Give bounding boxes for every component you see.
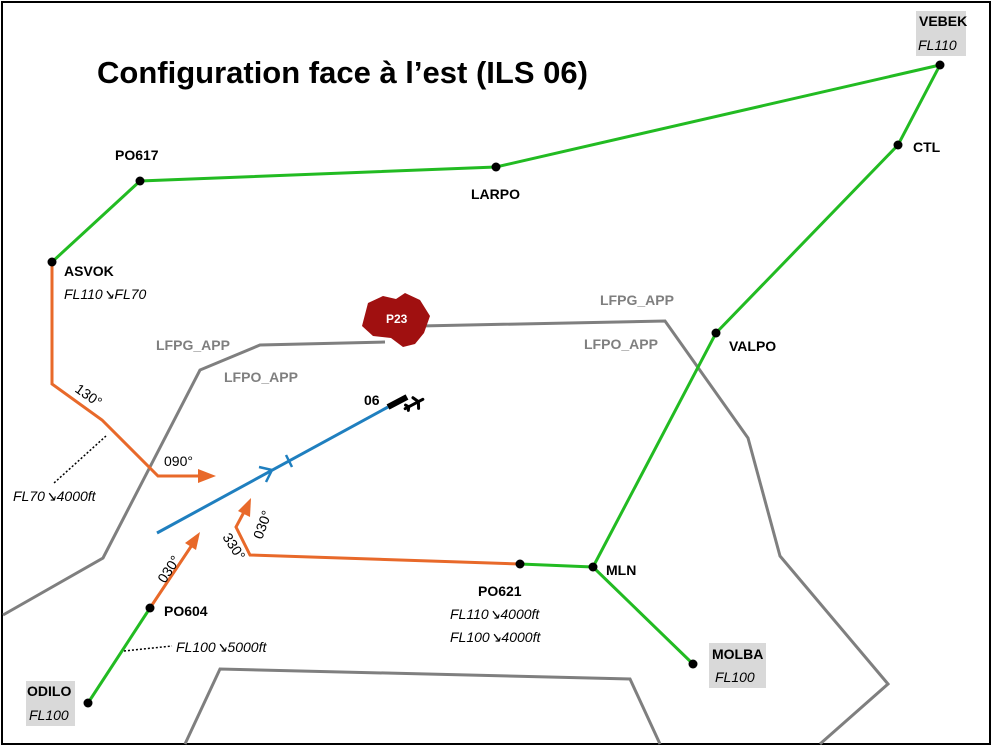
- fix-label-vebek: VEBEK: [919, 13, 967, 29]
- vector-arrow-030-left: [185, 532, 200, 550]
- chart-title: Configuration face à l’est (ILS 06): [97, 55, 588, 90]
- fix-label-ctl: CTL: [913, 139, 941, 155]
- fix-label-molba: MOLBA: [712, 646, 763, 662]
- alt-molba: FL100: [715, 669, 755, 685]
- airplane-icon: [403, 396, 425, 412]
- alt-odilo: FL100: [29, 707, 69, 723]
- fix-point-molba: [688, 659, 698, 669]
- fix-label-larpo: LARPO: [471, 186, 520, 202]
- alt-vector-130: FL70↘4000ft: [13, 488, 97, 504]
- vebek-label-box: [916, 11, 966, 56]
- heading-090: 090°: [164, 453, 193, 469]
- star-route-odilo-po604: [86, 607, 152, 704]
- vector-po604: [148, 544, 194, 609]
- star-route-po621-mln: [519, 562, 594, 569]
- vector-arrow-030-right: [238, 498, 251, 517]
- ils-course-chevron: [258, 465, 274, 483]
- fix-point-po617: [135, 176, 145, 186]
- alt-vebek: FL110: [918, 37, 957, 53]
- sector-label-lfpo-right: LFPO_APP: [584, 336, 658, 352]
- fix-label-po617: PO617: [115, 147, 159, 163]
- sector-border-right: [419, 319, 891, 746]
- restricted-area-p23: [362, 293, 430, 347]
- sector-border-left: [2, 340, 386, 617]
- fix-point-po621: [515, 559, 525, 569]
- fix-point-mln: [588, 562, 598, 572]
- fix-point-vebek: [935, 60, 945, 70]
- leader-po604-leg: [123, 645, 173, 652]
- fix-label-odilo: ODILO: [27, 683, 71, 699]
- fix-point-asvok: [47, 257, 57, 267]
- alt-asvok: FL110↘FL70: [64, 286, 147, 302]
- alt-po604-leg: FL100↘5000ft: [176, 639, 267, 655]
- odilo-label-box: [26, 681, 75, 726]
- star-route-mln-molba: [591, 565, 695, 666]
- sector-label-lfpg-left: LFPG_APP: [156, 337, 230, 353]
- fix-point-larpo: [491, 162, 501, 172]
- fix-label-asvok: ASVOK: [64, 263, 114, 279]
- vector-asvok: [50, 262, 200, 478]
- runway-06: [386, 394, 409, 410]
- molba-label-box: [709, 643, 766, 688]
- fix-point-ctl: [893, 140, 903, 150]
- ils-fix-tick: [284, 454, 294, 468]
- runway-label: 06: [364, 392, 380, 408]
- sector-label-lfpo-left: LFPO_APP: [224, 369, 298, 385]
- sector-label-lfpg-right: LFPG_APP: [600, 292, 674, 308]
- fix-label-mln: MLN: [606, 562, 636, 578]
- fix-point-odilo: [83, 698, 93, 708]
- fix-point-valpo: [711, 328, 721, 338]
- alt-po621-a: FL110↘4000ft: [450, 606, 540, 622]
- fix-point-po604: [145, 603, 155, 613]
- vector-arrow-090: [198, 469, 216, 483]
- fix-label-po604: PO604: [164, 603, 208, 619]
- restricted-area-label: P23: [386, 312, 408, 326]
- sector-border-bottom: [183, 667, 662, 745]
- alt-po621-b: FL100↘4000ft: [450, 629, 541, 645]
- fix-label-valpo: VALPO: [729, 338, 776, 354]
- fix-label-po621: PO621: [478, 583, 522, 599]
- vector-po621: [234, 511, 521, 566]
- fix-points: [47, 60, 945, 708]
